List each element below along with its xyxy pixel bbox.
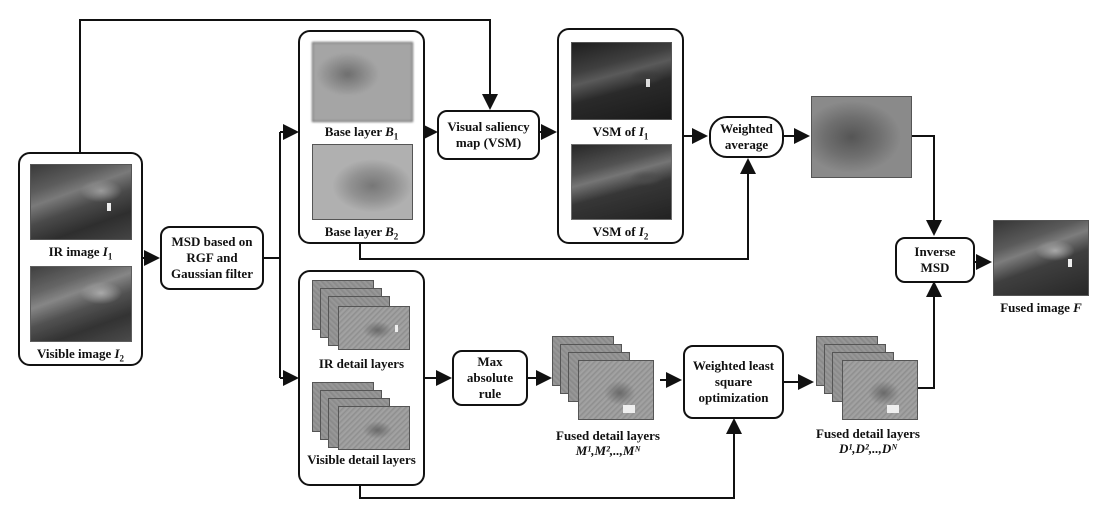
vsm-i1-label: VSM of I1 bbox=[592, 124, 649, 142]
ir-image-thumbnail bbox=[30, 164, 132, 240]
vsm-i2-label: VSM of I2 bbox=[592, 224, 649, 242]
fused-detail-d-label: Fused detail layers bbox=[816, 426, 920, 441]
max-absolute-rule-node: Max absolute rule bbox=[452, 350, 528, 406]
visible-detail-label: Visible detail layers bbox=[307, 452, 416, 467]
m-stack-highlight bbox=[623, 405, 635, 413]
fused-detail-d-formula: D¹,D²,..,Dᴺ bbox=[839, 441, 897, 456]
vsm-i2-image bbox=[571, 144, 672, 220]
fused-detail-m-formula: M¹,M²,..,Mᴺ bbox=[575, 443, 641, 458]
fused-base-image bbox=[811, 96, 912, 178]
base-layer-b1-label: Base layer B1 bbox=[324, 124, 399, 142]
vsm-maps-box: VSM of I1 VSM of I2 bbox=[557, 28, 684, 244]
ir-detail-hotspot bbox=[395, 325, 398, 332]
inverse-msd-node: Inverse MSD bbox=[895, 237, 975, 283]
base-layer-b2-image bbox=[312, 144, 413, 220]
base-layer-box: Base layer B1 Base layer B2 bbox=[298, 30, 425, 244]
vsm-node: Visual saliency map (VSM) bbox=[437, 110, 540, 160]
visible-image-label: Visible image I2 bbox=[36, 346, 125, 364]
visible-image-thumbnail bbox=[30, 266, 132, 342]
fused-image-thumbnail bbox=[993, 220, 1089, 296]
arrow-base-to-wavg bbox=[359, 158, 756, 260]
fused-hotspot bbox=[1068, 259, 1072, 267]
base-layer-b1-image bbox=[312, 42, 413, 122]
ir-detail-label: IR detail layers bbox=[318, 356, 405, 371]
ir-hotspot bbox=[107, 203, 111, 211]
fused-detail-m-label: Fused detail layers bbox=[556, 428, 660, 443]
ir-image-label: IR image I1 bbox=[48, 244, 113, 262]
wls-node: Weighted least square optimization bbox=[683, 345, 784, 419]
vsm-i1-image bbox=[571, 42, 672, 120]
arrow-d-to-inverse bbox=[918, 281, 942, 389]
vsm-i1-hotspot bbox=[646, 79, 650, 87]
base-layer-b2-label: Base layer B2 bbox=[324, 224, 399, 242]
fused-image-label: Fused image F bbox=[1000, 300, 1082, 315]
arrow-to-inverse-top bbox=[912, 135, 942, 236]
d-stack-highlight bbox=[887, 405, 899, 413]
weighted-average-node: Weighted average bbox=[709, 116, 784, 158]
msd-node: MSD based on RGF and Gaussian filter bbox=[160, 226, 264, 290]
arrow-detail-to-wls bbox=[359, 418, 742, 499]
arrow-inputs-to-vsm bbox=[79, 19, 498, 152]
input-images-box: IR image I1 Visible image I2 bbox=[18, 152, 143, 366]
detail-layers-box: IR detail layers Visible detail layers bbox=[298, 270, 425, 486]
